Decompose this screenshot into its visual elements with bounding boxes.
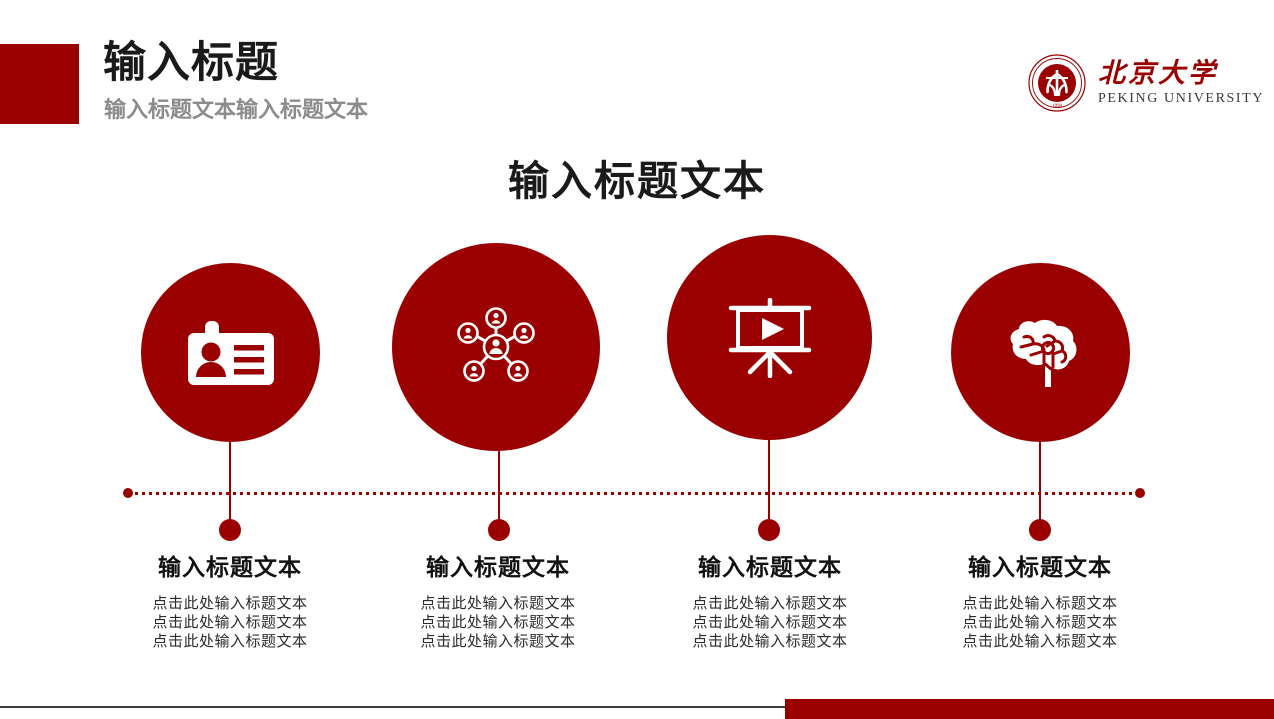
node-line: 点击此处输入标题文本 — [152, 594, 308, 612]
peking-university-seal-icon: 1898 — [1028, 54, 1086, 112]
page-title: 输入标题 — [103, 38, 279, 88]
node-caption-3: 输入标题文本 点击此处输入标题文本 点击此处输入标题文本 点击此处输入标题文本 — [620, 553, 920, 651]
logo-name-cn: 北京大学 — [1098, 58, 1218, 89]
network-people-icon — [454, 305, 538, 389]
footer-accent-bar — [785, 699, 1274, 719]
node-dot-1 — [219, 519, 241, 541]
node-stem-4 — [1039, 430, 1041, 530]
timeline-dotted-line — [128, 492, 1142, 495]
university-logo: 1898 北京大学 PEKING UNIVERSITY — [1028, 52, 1262, 114]
svg-text:1898: 1898 — [1052, 104, 1063, 109]
header-accent-square — [0, 44, 79, 124]
node-circle-1[interactable] — [141, 263, 320, 442]
node-title-1: 输入标题文本 — [158, 554, 302, 581]
node-dot-4 — [1029, 519, 1051, 541]
page-subtitle: 输入标题文本输入标题文本 — [104, 98, 369, 123]
node-circle-2[interactable] — [392, 243, 600, 451]
brain-icon — [999, 317, 1083, 389]
node-line: 点击此处输入标题文本 — [962, 594, 1118, 612]
footer-rule — [0, 706, 786, 708]
node-line: 点击此处输入标题文本 — [152, 632, 308, 650]
node-stem-2 — [498, 438, 500, 530]
node-caption-4: 输入标题文本 点击此处输入标题文本 点击此处输入标题文本 点击此处输入标题文本 — [890, 553, 1190, 651]
node-title-2: 输入标题文本 — [426, 554, 570, 581]
timeline-start-dot — [123, 488, 133, 498]
node-stem-1 — [229, 430, 231, 530]
node-caption-2: 输入标题文本 点击此处输入标题文本 点击此处输入标题文本 点击此处输入标题文本 — [348, 553, 648, 651]
node-line: 点击此处输入标题文本 — [152, 613, 308, 631]
node-line: 点击此处输入标题文本 — [420, 632, 576, 650]
node-line: 点击此处输入标题文本 — [420, 594, 576, 612]
id-card-icon — [187, 317, 274, 389]
node-line: 点击此处输入标题文本 — [962, 632, 1118, 650]
node-circle-3[interactable] — [667, 235, 872, 440]
presentation-play-icon — [728, 297, 812, 378]
node-dot-2 — [488, 519, 510, 541]
node-line: 点击此处输入标题文本 — [692, 613, 848, 631]
node-dot-3 — [758, 519, 780, 541]
logo-name-en: PEKING UNIVERSITY — [1098, 91, 1265, 106]
node-lines-3: 点击此处输入标题文本 点击此处输入标题文本 点击此处输入标题文本 — [620, 594, 920, 651]
main-heading: 输入标题文本 — [508, 157, 766, 205]
node-circle-4[interactable] — [951, 263, 1130, 442]
node-title-4: 输入标题文本 — [968, 554, 1112, 581]
node-lines-4: 点击此处输入标题文本 点击此处输入标题文本 点击此处输入标题文本 — [890, 594, 1190, 651]
node-line: 点击此处输入标题文本 — [692, 632, 848, 650]
node-line: 点击此处输入标题文本 — [420, 613, 576, 631]
node-caption-1: 输入标题文本 点击此处输入标题文本 点击此处输入标题文本 点击此处输入标题文本 — [80, 553, 380, 651]
node-lines-2: 点击此处输入标题文本 点击此处输入标题文本 点击此处输入标题文本 — [348, 594, 648, 651]
node-line: 点击此处输入标题文本 — [962, 613, 1118, 631]
node-title-3: 输入标题文本 — [698, 554, 842, 581]
node-line: 点击此处输入标题文本 — [692, 594, 848, 612]
node-stem-3 — [768, 428, 770, 530]
timeline-end-dot — [1135, 488, 1145, 498]
node-lines-1: 点击此处输入标题文本 点击此处输入标题文本 点击此处输入标题文本 — [80, 594, 380, 651]
